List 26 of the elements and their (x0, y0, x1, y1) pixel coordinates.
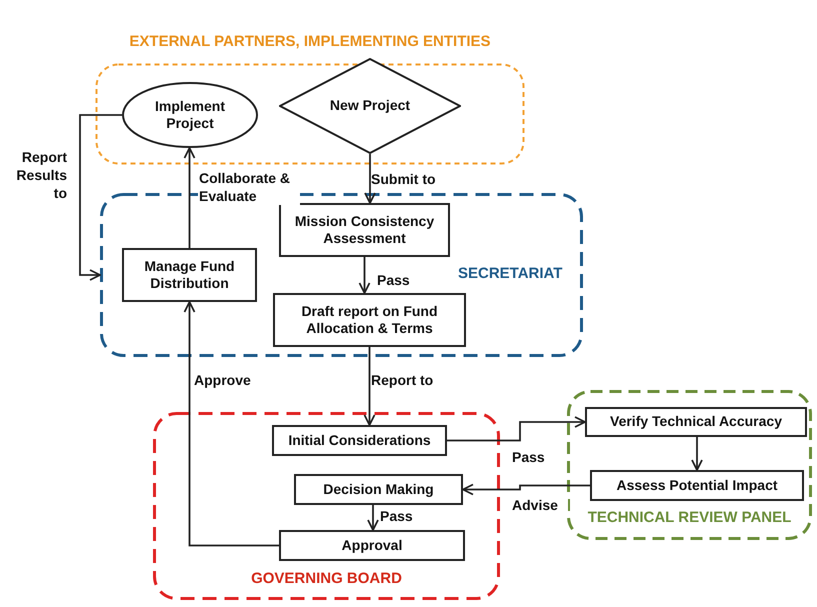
process-box: Approval (279, 530, 465, 561)
process-ellipse: Implement Project (122, 82, 258, 148)
process-box: Manage Fund Distribution (122, 248, 257, 302)
process-box: Assess Potential Impact (590, 470, 804, 501)
process-box: Verify Technical Accuracy (585, 407, 807, 437)
arrow (184, 147, 196, 248)
arrow (367, 505, 379, 531)
arrow (462, 484, 590, 496)
arrow (364, 154, 376, 204)
arrow (79, 114, 122, 281)
process-box: Decision Making (294, 474, 463, 505)
arrow (447, 416, 586, 442)
process-box: Draft report on Fund Allocation & Terms (273, 293, 466, 347)
group-frame (153, 412, 500, 600)
group-frame (567, 390, 812, 540)
process-box: Mission Consistency Assessment (279, 203, 450, 257)
arrow (184, 301, 279, 546)
decision-diamond: New Project (279, 58, 461, 154)
process-box: Initial Considerations (272, 425, 447, 456)
group-heading: EXTERNAL PARTNERS, IMPLEMENTING ENTITIES (128, 33, 492, 50)
group-heading: TECHNICAL REVIEW PANEL (586, 509, 792, 526)
group-heading: SECRETARIAT (458, 265, 562, 282)
arrow (358, 257, 370, 294)
arrow (364, 347, 376, 426)
arrow (691, 437, 703, 471)
group-heading: GOVERNING BOARD (250, 570, 403, 587)
